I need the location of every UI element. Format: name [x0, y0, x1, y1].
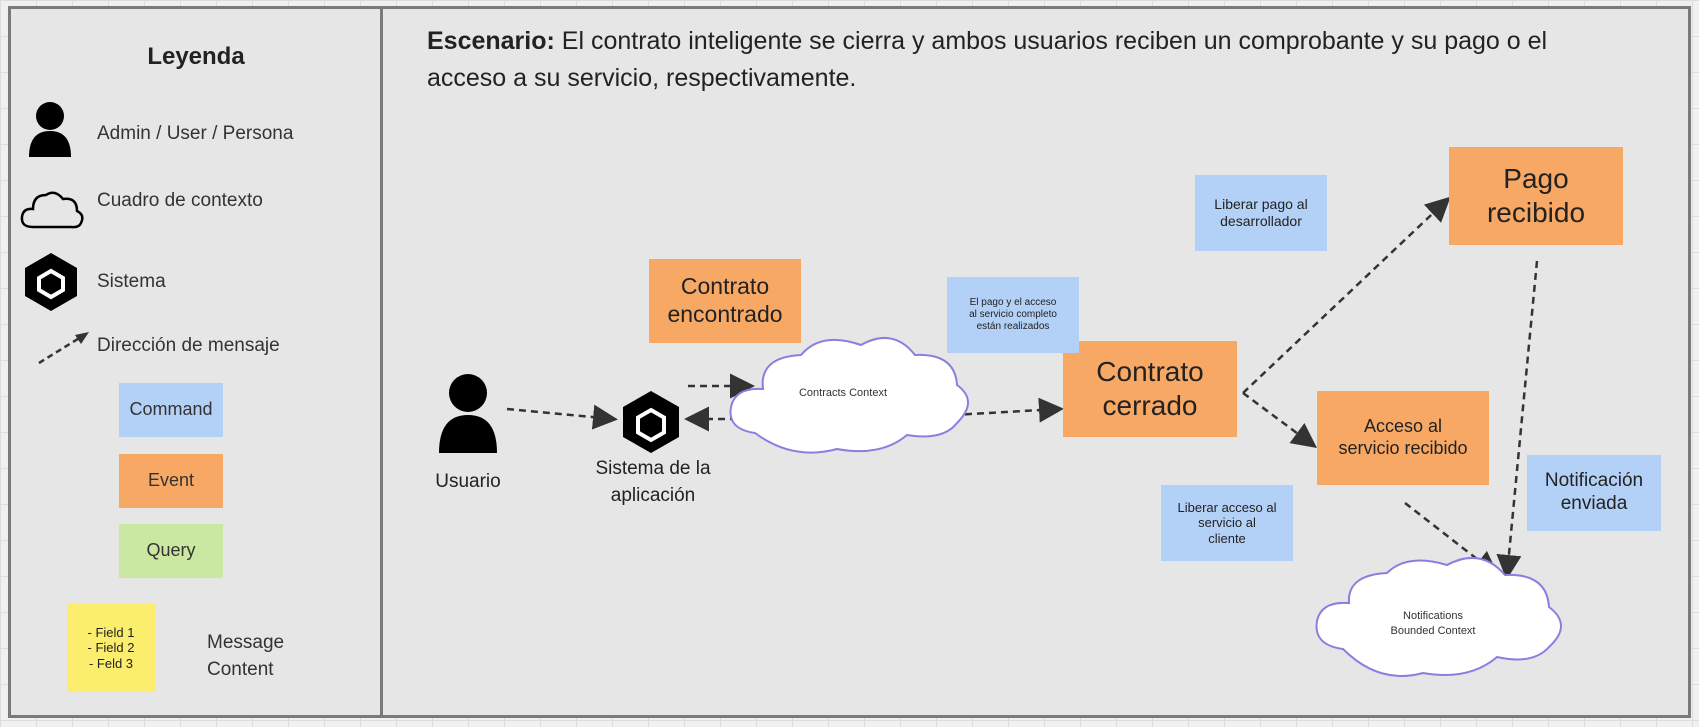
event-contrato-cerrado: Contrato cerrado — [1063, 341, 1237, 437]
system-label-line: aplicación — [610, 485, 696, 506]
cloud-icon — [20, 191, 84, 229]
event-contrato-encontrado: Contrato encontrado — [649, 259, 801, 343]
field-line: - Feld 3 — [88, 655, 134, 671]
command-line: están realizados — [976, 321, 1050, 332]
command-line: al servicio completo — [969, 309, 1057, 320]
system-label: Sistema de la aplicación — [573, 455, 733, 509]
legend-fields-sticky: - Field 1 - Field 2 - Feld 3 — [67, 604, 155, 692]
command-line: Liberar pago al — [1214, 196, 1308, 213]
user-person-icon — [439, 374, 497, 453]
command-line: enviada — [1560, 493, 1628, 514]
field-line: - Field 1 — [87, 624, 135, 640]
event-line: recibido — [1486, 197, 1586, 228]
arrow-pago-to-notifications — [1496, 260, 1539, 580]
contracts-context-cloud — [729, 337, 969, 454]
cloud-label-line: Notifications — [1403, 610, 1463, 622]
event-line: cerrado — [1102, 390, 1198, 421]
system-hexagon-icon — [623, 391, 679, 453]
message-content-line: Message — [207, 632, 285, 653]
event-line: Contrato — [680, 273, 770, 300]
message-content-line: Content — [207, 659, 274, 680]
legend-context-label: Cuadro de contexto — [97, 190, 263, 211]
event-line: Acceso al — [1363, 416, 1443, 437]
user-label: Usuario — [435, 471, 501, 492]
dashed-arrow-icon — [38, 332, 89, 365]
command-liberar-pago: Liberar pago al desarrollador — [1195, 175, 1327, 251]
scenario-label: Escenario: — [427, 27, 555, 55]
command-notificacion-enviada: Notificación enviada — [1527, 455, 1661, 531]
hexagon-system-icon — [25, 253, 77, 311]
diagram-connectors — [506, 196, 1562, 677]
notifications-context-label: Notifications Bounded Context — [1343, 609, 1523, 639]
field-line: - Field 2 — [87, 640, 135, 656]
legend-panel: Leyenda Admin / User / Persona Cuadro de… — [8, 6, 384, 718]
contracts-context-label: Contracts Context — [798, 387, 888, 399]
command-liberar-acceso: Liberar acceso al servicio al cliente — [1161, 485, 1293, 561]
event-pago-recibido: Pago recibido — [1449, 147, 1623, 245]
event-line: encontrado — [667, 301, 783, 327]
legend-message-content: Message Content — [207, 629, 284, 683]
arrow-user-to-system — [506, 404, 618, 430]
person-icon — [29, 102, 71, 157]
legend-query-sticky: Query — [119, 524, 223, 578]
event-acceso-recibido: Acceso al servicio recibido — [1317, 391, 1489, 485]
event-line: Contrato — [1096, 356, 1204, 388]
legend-title: Leyenda — [147, 43, 245, 70]
event-line: servicio recibido — [1338, 438, 1468, 458]
legend-direction-label: Dirección de mensaje — [97, 335, 280, 356]
legend-system-label: Sistema — [97, 271, 166, 292]
arrow-contracts-to-cerrado — [952, 397, 1064, 423]
arrow-cerrado-to-pago — [1242, 196, 1451, 394]
command-line: El pago y el acceso — [969, 297, 1057, 308]
event-line: Pago — [1503, 163, 1569, 195]
scenario-text: El contrato inteligente se cierra y ambo… — [427, 27, 1548, 92]
arrow-cerrado-to-acceso — [1242, 391, 1318, 448]
command-line: desarrollador — [1220, 213, 1302, 229]
scenario-panel: Escenario: El contrato inteligente se ci… — [380, 6, 1691, 718]
legend-persona-label: Admin / User / Persona — [97, 123, 294, 144]
command-line: servicio al — [1198, 515, 1256, 531]
legend-command-sticky: Command — [119, 383, 223, 437]
notifications-cloud — [1315, 557, 1562, 677]
command-line: Notificación — [1544, 470, 1644, 492]
legend-event-sticky: Event — [119, 454, 223, 508]
command-line: Liberar acceso al — [1177, 499, 1277, 515]
command-pago-acceso-realizados: El pago y el acceso al servicio completo… — [947, 277, 1079, 353]
cloud-label-line: Bounded Context — [1390, 625, 1476, 637]
command-line: cliente — [1208, 530, 1246, 546]
scenario-description: Escenario: El contrato inteligente se ci… — [427, 23, 1607, 97]
system-label-line: Sistema de la — [595, 458, 711, 479]
